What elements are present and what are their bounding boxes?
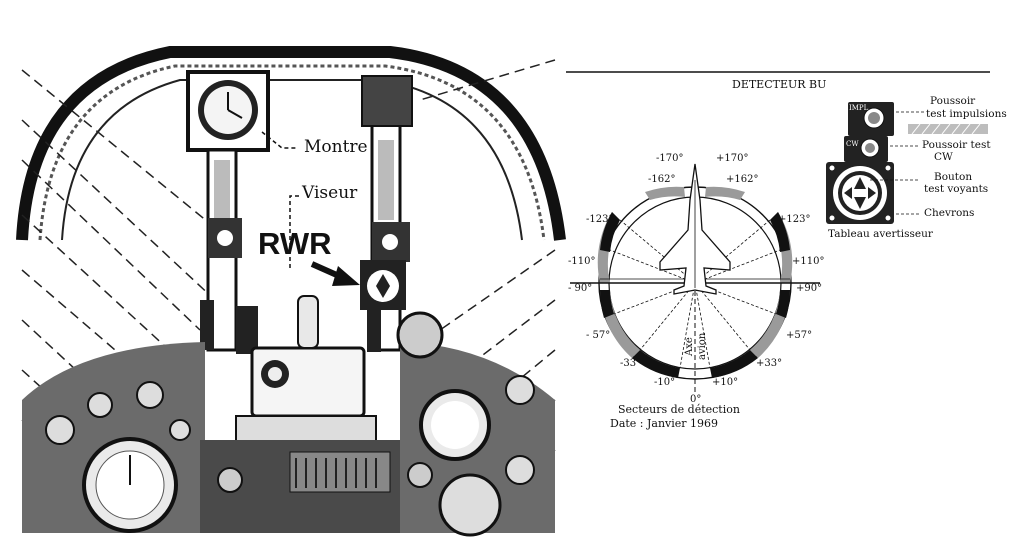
warning-panel: IMPL CW Poussoir [826,95,1007,240]
label-m33: -33° [620,358,641,369]
canopy-arch-inner [38,64,546,241]
label-m123: -123° [586,214,613,225]
callout-viseur: Viseur [301,183,358,203]
detector-title: DETECTEUR BU [732,78,826,91]
label-bouton-1: Bouton [934,171,972,183]
label-test-impulsions-2: test impulsions [926,108,1007,120]
label-p123: +123° [778,214,810,225]
label-m10: -10° [654,377,675,388]
panel-title: Tableau avertisseur [828,228,934,240]
label-p10: +10° [712,377,738,388]
label-test-cw-1: Poussoir test [922,139,991,151]
detector-diagram: DETECTEUR BU [566,71,990,430]
label-m162: -162° [648,174,675,185]
label-zero: 0° [690,394,701,405]
label-m90: - 90° [568,283,592,294]
label-test-cw-2: CW [934,151,953,163]
label-p57: +57° [786,330,812,341]
axis-label-avion: avion [697,332,708,360]
label-cw-tag: CW [846,140,859,148]
label-p33: +33° [756,358,782,369]
gauges [45,311,535,537]
axis-label-axe: Axe [684,337,695,357]
canopy-arch [16,46,566,241]
label-m57: - 57° [586,330,610,341]
label-m110: -110° [568,256,595,267]
label-p170: +170° [716,153,748,164]
callout-montre: Montre [304,137,368,157]
detection-date: Date : Janvier 1969 [610,417,718,430]
label-p110: +110° [792,256,824,267]
detection-caption: Secteurs de détection [618,403,740,416]
chevrons-icon [844,177,876,209]
callout-rwr: RWR [258,226,331,261]
cockpit-drawing: Montre Viseur RWR [16,46,566,537]
label-chevrons: Chevrons [924,207,974,219]
label-m170: -170° [656,153,683,164]
angle-labels: -170° +170° -162° +162° -123° +123° -110… [568,153,824,405]
label-impl-tag: IMPL [849,104,869,112]
label-p90: +90° [796,283,822,294]
label-p162: +162° [726,174,758,185]
label-test-impulsions-1: Poussoir [930,95,976,107]
rwr-arrow [332,266,360,286]
label-bouton-2: test voyants [924,183,988,195]
